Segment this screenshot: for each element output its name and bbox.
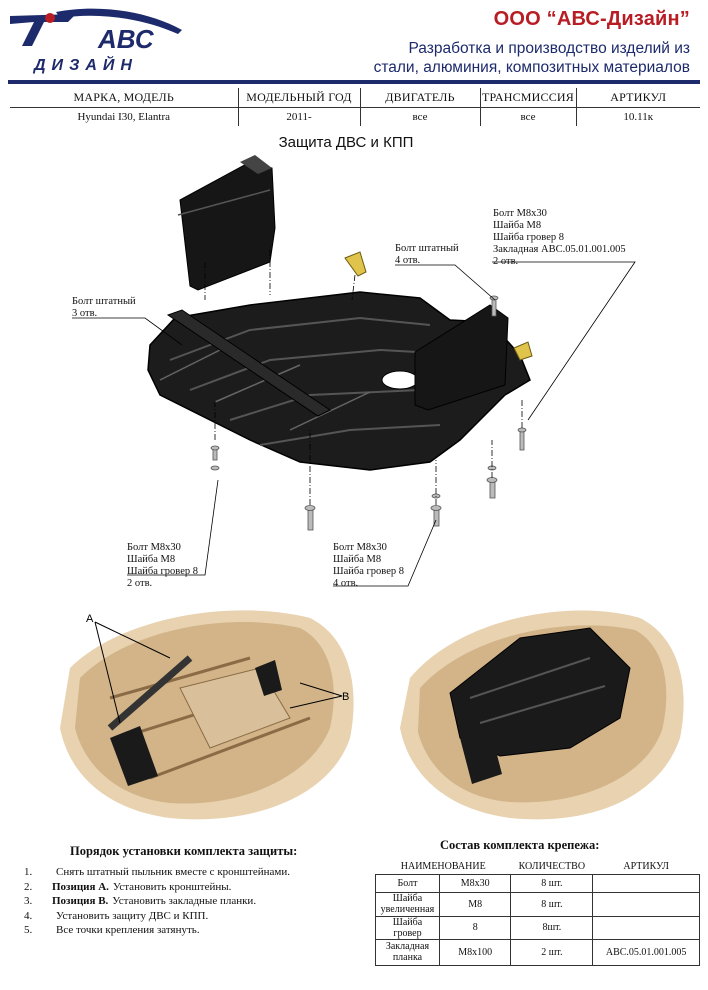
underbody-photo-brackets: A B	[60, 610, 354, 820]
label-a: A	[86, 613, 94, 625]
spec-header-model: МАРКА, МОДЕЛЬ	[10, 88, 239, 108]
spec-table: МАРКА, МОДЕЛЬ МОДЕЛЬНЫЙ ГОД ДВИГАТЕЛЬ ТР…	[10, 88, 700, 126]
spec-header-engine: ДВИГАТЕЛЬ	[360, 88, 481, 108]
kit-title: Состав комплекта крепежа:	[440, 838, 600, 852]
company-logo: АВС ДИЗАЙН	[10, 8, 182, 74]
exploded-drawing	[72, 155, 636, 587]
procedure-step: 1.Снять штатный пыльник вместе с кронште…	[24, 866, 290, 878]
label-b: B	[342, 691, 349, 703]
logo-subtext: ДИЗАЙН	[32, 54, 138, 74]
company-header: ООО “АВС-Дизайн” Разработка и производст…	[374, 8, 690, 77]
callout-bottom-left: Болт М8х30 Шайба М8 Шайба гровер 8 2 отв…	[127, 542, 198, 589]
callout-bottom-mid: Болт М8х30 Шайба М8 Шайба гровер 8 4 отв…	[333, 542, 404, 589]
spec-year: 2011-	[238, 107, 361, 126]
clip-right	[513, 341, 533, 361]
spec-header-article: АРТИКУЛ	[576, 88, 700, 108]
spec-model: Hyundai I30, Elantra	[10, 107, 239, 126]
upper-bracket-left	[179, 161, 276, 291]
company-tagline-1: Разработка и производство изделий из	[408, 40, 690, 57]
spec-header-year: МОДЕЛЬНЫЙ ГОД	[238, 88, 361, 108]
drawing-title: Защита ДВС и КПП	[278, 134, 414, 151]
kit-header-qty: КОЛИЧЕСТВО	[510, 860, 593, 875]
spec-header-transmission: ТРАНСМИССИЯ	[480, 88, 577, 108]
logo-text: АВС	[97, 24, 155, 54]
procedure-step: 3.Позиция В.Установить закладные планки.	[24, 895, 257, 907]
spec-engine: все	[360, 107, 481, 126]
procedure-title: Порядок установки комплекта защиты:	[70, 844, 298, 858]
procedure-step: 5.Все точки крепления затянуть.	[24, 924, 200, 936]
procedure-step: 2.Позиция А.Установить кронштейны.	[24, 880, 232, 893]
clip-top	[344, 251, 367, 277]
callout-mid-right: Болт штатный 4 отв.	[395, 243, 459, 266]
kit-header-article: АРТИКУЛ	[592, 860, 700, 875]
spec-article: 10.11к	[623, 110, 654, 123]
cross-bracket	[166, 309, 331, 417]
spec-transmission: все	[480, 107, 577, 126]
underbody-photo-installed	[400, 610, 684, 820]
callout-top-right: Болт М8х30 Шайба М8 Шайба гровер 8 Закла…	[493, 208, 626, 267]
procedure-step: 4.Установить защиту ДВС и КПП.	[24, 909, 209, 922]
header-divider	[8, 80, 700, 84]
upper-bracket-right	[414, 304, 509, 411]
company-tagline-2: стали, алюминия, композитных материалов	[373, 59, 690, 76]
kit-header-name: НАИМЕНОВАНИЕ	[375, 860, 511, 875]
callout-left: Болт штатный 3 отв.	[72, 296, 136, 319]
company-name: ООО “АВС-Дизайн”	[493, 8, 690, 30]
procedure-steps: 1.Снять штатный пыльник вместе с кронште…	[24, 866, 290, 939]
